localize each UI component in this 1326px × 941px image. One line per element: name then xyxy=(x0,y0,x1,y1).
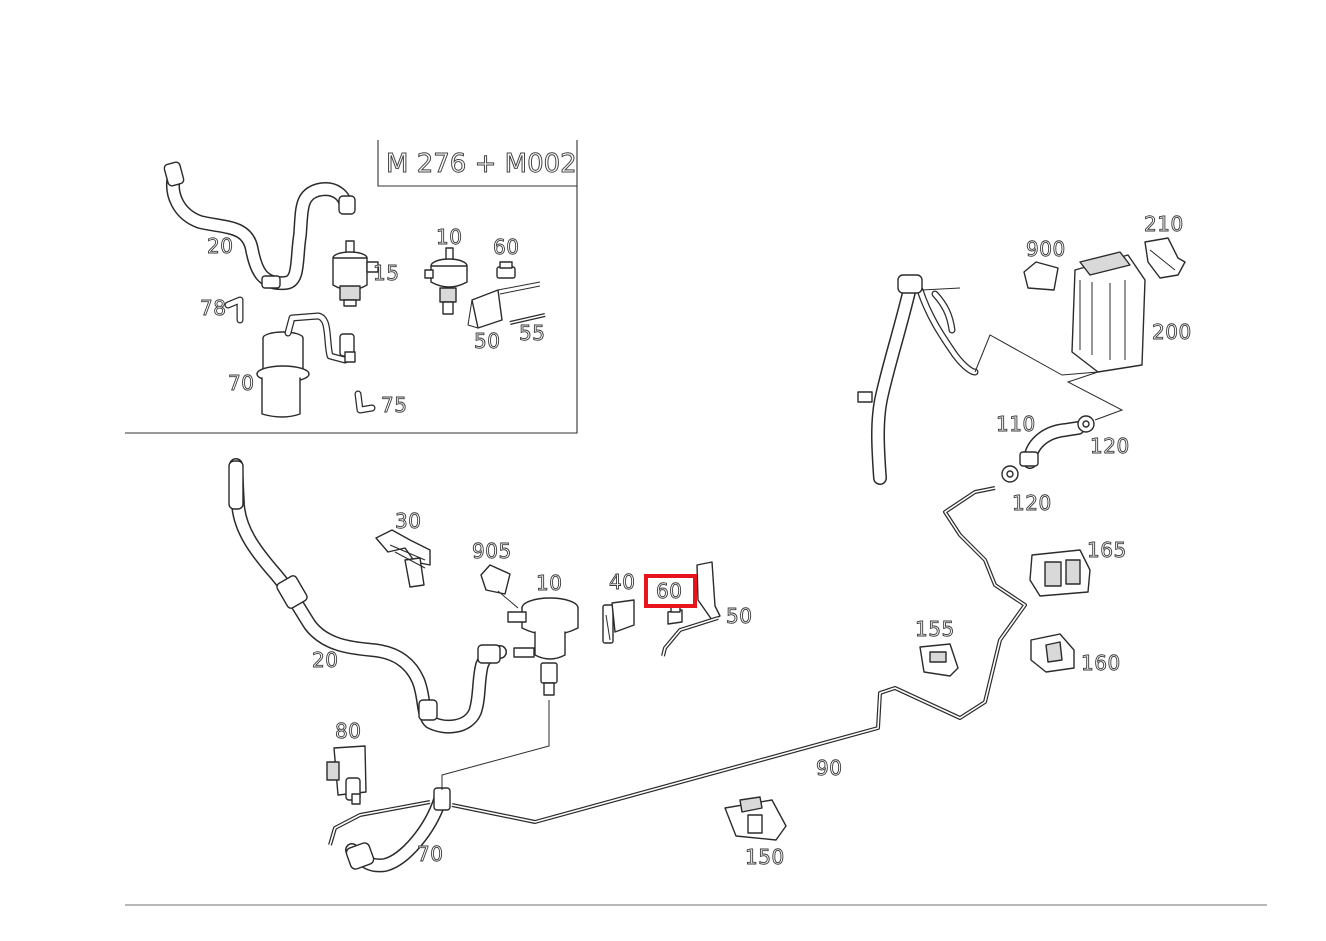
inset-valve-15 xyxy=(332,240,379,307)
callout-905[interactable]: 905 xyxy=(472,539,512,564)
hose-20 xyxy=(228,458,507,734)
callout-10[interactable]: 10 xyxy=(536,571,563,596)
selected-callout-highlight xyxy=(644,574,697,608)
callout-80[interactable]: 80 xyxy=(335,719,362,744)
block-155 xyxy=(919,643,959,677)
inset-pin-55 xyxy=(509,313,546,325)
clamp-120-upper xyxy=(1077,415,1095,433)
block-160 xyxy=(1030,633,1075,673)
inset-hose-20 xyxy=(163,161,356,291)
inset-connector-75 xyxy=(354,390,376,414)
inset-parts xyxy=(163,161,546,418)
sensor-80 xyxy=(326,745,367,805)
inset-callout-55[interactable]: 55 xyxy=(519,321,546,346)
bracket-50 xyxy=(661,561,721,657)
callout-120-upper[interactable]: 120 xyxy=(1090,434,1130,459)
canister-200 xyxy=(1071,251,1146,373)
inset-callout-15[interactable]: 15 xyxy=(373,261,400,286)
inset-callout-50[interactable]: 50 xyxy=(474,329,501,354)
callout-155[interactable]: 155 xyxy=(915,617,955,642)
inset-callout-78[interactable]: 78 xyxy=(200,296,227,321)
inset-callouts: 20 15 10 60 78 50 55 70 75 xyxy=(200,225,546,418)
inset-callout-10[interactable]: 10 xyxy=(436,225,463,250)
main-parts xyxy=(228,237,1186,873)
callout-900[interactable]: 900 xyxy=(1026,237,1066,262)
pipe-90 xyxy=(451,486,1027,824)
valve-10 xyxy=(507,597,579,696)
main-callouts: 30 905 10 40 60 50 20 80 70 90 150 155 1… xyxy=(312,212,1192,870)
tag-905 xyxy=(480,564,519,609)
inset-elbow-78 xyxy=(224,296,244,324)
clip-30 xyxy=(375,529,431,588)
inset-callout-60[interactable]: 60 xyxy=(493,235,520,260)
clip-60 xyxy=(667,606,683,625)
callout-200[interactable]: 200 xyxy=(1152,320,1192,345)
clamp-120-lower xyxy=(1001,465,1019,483)
inset-callout-20[interactable]: 20 xyxy=(207,234,234,259)
inset-callout-70[interactable]: 70 xyxy=(228,371,255,396)
callout-160[interactable]: 160 xyxy=(1081,651,1121,676)
callout-120-lower[interactable]: 120 xyxy=(1012,491,1052,516)
callout-210[interactable]: 210 xyxy=(1144,212,1184,237)
leader-valve-junction xyxy=(441,700,550,790)
callout-50[interactable]: 50 xyxy=(726,604,753,629)
callout-110[interactable]: 110 xyxy=(996,412,1036,437)
inset-bracket-50 xyxy=(467,281,541,329)
inset-clip-60 xyxy=(496,261,516,279)
callout-165[interactable]: 165 xyxy=(1087,538,1127,563)
block-150 xyxy=(724,796,787,841)
clip-40 xyxy=(602,599,635,644)
hose-110 xyxy=(1019,421,1085,469)
hose-70 xyxy=(328,787,451,873)
callout-40[interactable]: 40 xyxy=(609,570,636,595)
block-165 xyxy=(1029,549,1091,597)
callout-150[interactable]: 150 xyxy=(745,845,785,870)
wiring-harness xyxy=(857,274,979,485)
inset-canister-70 xyxy=(256,312,356,418)
callout-20[interactable]: 20 xyxy=(312,648,339,673)
tag-900 xyxy=(1023,261,1059,291)
callout-60-selected[interactable]: 60 xyxy=(656,579,683,604)
inset-title: M 276 + M002 xyxy=(386,149,577,179)
callout-90[interactable]: 90 xyxy=(816,756,843,781)
inset-callout-75[interactable]: 75 xyxy=(381,393,408,418)
inset-valve-10 xyxy=(424,247,468,315)
bracket-210 xyxy=(1144,237,1186,279)
callout-70[interactable]: 70 xyxy=(417,842,444,867)
inset-panel: M 276 + M002 xyxy=(125,140,578,434)
callout-30[interactable]: 30 xyxy=(395,509,422,534)
